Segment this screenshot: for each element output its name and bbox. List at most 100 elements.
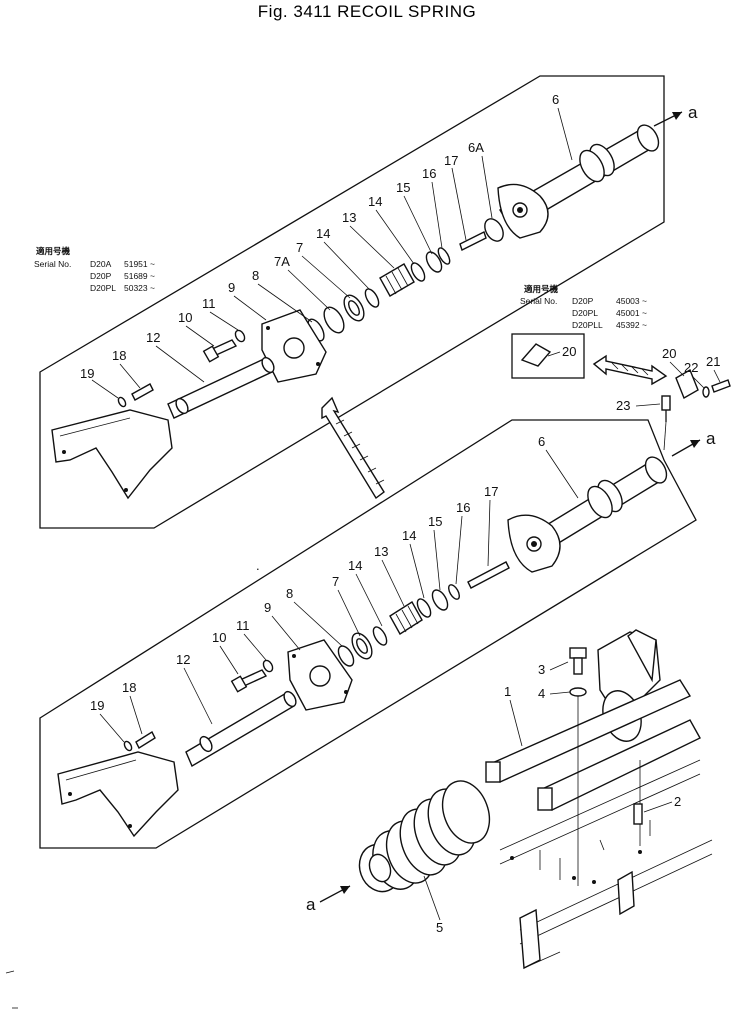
cylinder-part-6 (497, 124, 660, 239)
pin-17 (459, 231, 487, 251)
serial-number: 45392 ~ (616, 320, 647, 330)
callout-label: 7A (274, 254, 290, 269)
washer-19 (117, 396, 127, 408)
washer-11 (234, 329, 246, 343)
nut-13 (379, 263, 415, 297)
callout-label: 10 (212, 630, 226, 645)
serial-number: 45001 ~ (616, 308, 647, 318)
callout-label: 6A (468, 140, 484, 155)
callout-label: 14 (368, 194, 382, 209)
upper-serial-block: 適用号機 Serial No. D20A 51951 ~ D20P 51689 … (34, 246, 155, 293)
serial-heading: 適用号機 (524, 284, 559, 294)
callout-label: 13 (342, 210, 356, 225)
bolt-21 (711, 379, 731, 393)
serial-number: 51951 ~ (124, 259, 155, 269)
pin-17-lower (467, 561, 510, 589)
pin-2 (633, 803, 643, 825)
washer-4 (569, 687, 587, 697)
central-arrow (321, 396, 385, 500)
callout-label: 16 (456, 500, 470, 515)
callout-label: 16 (422, 166, 436, 181)
callout-label: 14 (316, 226, 330, 241)
rod-12-lower (185, 690, 297, 768)
ring-16-lower (448, 584, 460, 600)
ring-16 (437, 247, 451, 265)
arrow-label: a (306, 895, 316, 914)
lower-callouts: 6 17 16 15 14 13 14 7 8 9 11 10 12 (90, 434, 579, 743)
packing-8-lower (337, 645, 355, 667)
serial-number: 50323 ~ (124, 283, 155, 293)
serial-model: D20A (90, 259, 112, 269)
washer-11-lower (262, 659, 274, 673)
callout-label: 18 (112, 348, 126, 363)
callout-label: 9 (264, 600, 271, 615)
callout-label: 12 (176, 652, 190, 667)
ring-15 (425, 251, 443, 273)
double-arrow (592, 354, 668, 386)
arrow-label: a (688, 103, 698, 122)
bolt-10 (202, 339, 238, 363)
serial-model: D20PLL (572, 320, 603, 330)
callout-label: 9 (228, 280, 235, 295)
callout-label: 19 (90, 698, 104, 713)
frame-callouts: 1 2 3 4 5 (423, 661, 681, 935)
washer-22 (702, 386, 710, 398)
sleeve-6a (484, 218, 504, 242)
yoke-lower (57, 751, 179, 838)
callout-label: 2 (674, 794, 681, 809)
arrow-a-bottom: a (306, 885, 351, 914)
stray-mark: . (256, 558, 260, 573)
callout-label: 22 (684, 360, 698, 375)
lower-panel: . (39, 419, 716, 849)
callout-label: 4 (538, 686, 545, 701)
callout-label: 17 (444, 153, 458, 168)
seal-14b-lower (372, 626, 388, 646)
callout-label: 19 (80, 366, 94, 381)
callout-label: 8 (286, 586, 293, 601)
serial-model: D20P (90, 271, 112, 281)
callout-label: 23 (616, 398, 630, 413)
frame-assembly (485, 629, 713, 970)
upper-callouts: 6 6A 17 16 15 14 13 14 7 7A 8 9 11 (80, 92, 573, 399)
serial-label: Serial No. (34, 259, 71, 269)
callout-label: 1 (504, 684, 511, 699)
option-block: 適用号機 Serial No. D20P 45003 ~ D20PL 45001… (321, 284, 731, 500)
seal-14 (410, 262, 426, 282)
nut-13-lower (389, 601, 423, 635)
seal-14-lower (416, 598, 432, 618)
arrow-a-right: a (671, 429, 716, 457)
callout-label: 6 (552, 92, 559, 107)
figure-title: Fig. 3411 RECOIL SPRING (258, 2, 476, 21)
serial-model: D20PL (90, 283, 116, 293)
callout-label: 12 (146, 330, 160, 345)
serial-heading: 適用号機 (36, 246, 71, 256)
serial-number: 51689 ~ (124, 271, 155, 281)
seal-14b (364, 288, 380, 308)
boxed-part-frame (511, 333, 585, 379)
recoil-spring-5 (358, 780, 491, 893)
rod-12 (167, 356, 275, 419)
callout-label: 3 (538, 662, 545, 677)
clip-20 (520, 343, 552, 367)
callout-label: 7 (296, 240, 303, 255)
serial-label: Serial No. (520, 296, 557, 306)
serial-model: D20P (572, 296, 594, 306)
upper-panel: 適用号機 Serial No. D20A 51951 ~ D20P 51689 … (34, 75, 698, 529)
bolt-18 (131, 383, 154, 401)
callout-label: 13 (374, 544, 388, 559)
serial-model: D20PL (572, 308, 598, 318)
callout-label: 14 (348, 558, 362, 573)
serial-number: 45003 ~ (616, 296, 647, 306)
washer-19-lower (123, 740, 133, 752)
callout-label: 14 (402, 528, 416, 543)
callout-label: 5 (436, 920, 443, 935)
grease-fitting-23 (661, 395, 671, 451)
cylinder-part-6-lower (507, 456, 668, 573)
callout-label: 10 (178, 310, 192, 325)
flange-9 (261, 309, 327, 383)
callout-label: 7 (332, 574, 339, 589)
scan-mark (5, 970, 15, 974)
bolt-18-lower (135, 730, 156, 750)
callout-label: 20 (662, 346, 676, 361)
